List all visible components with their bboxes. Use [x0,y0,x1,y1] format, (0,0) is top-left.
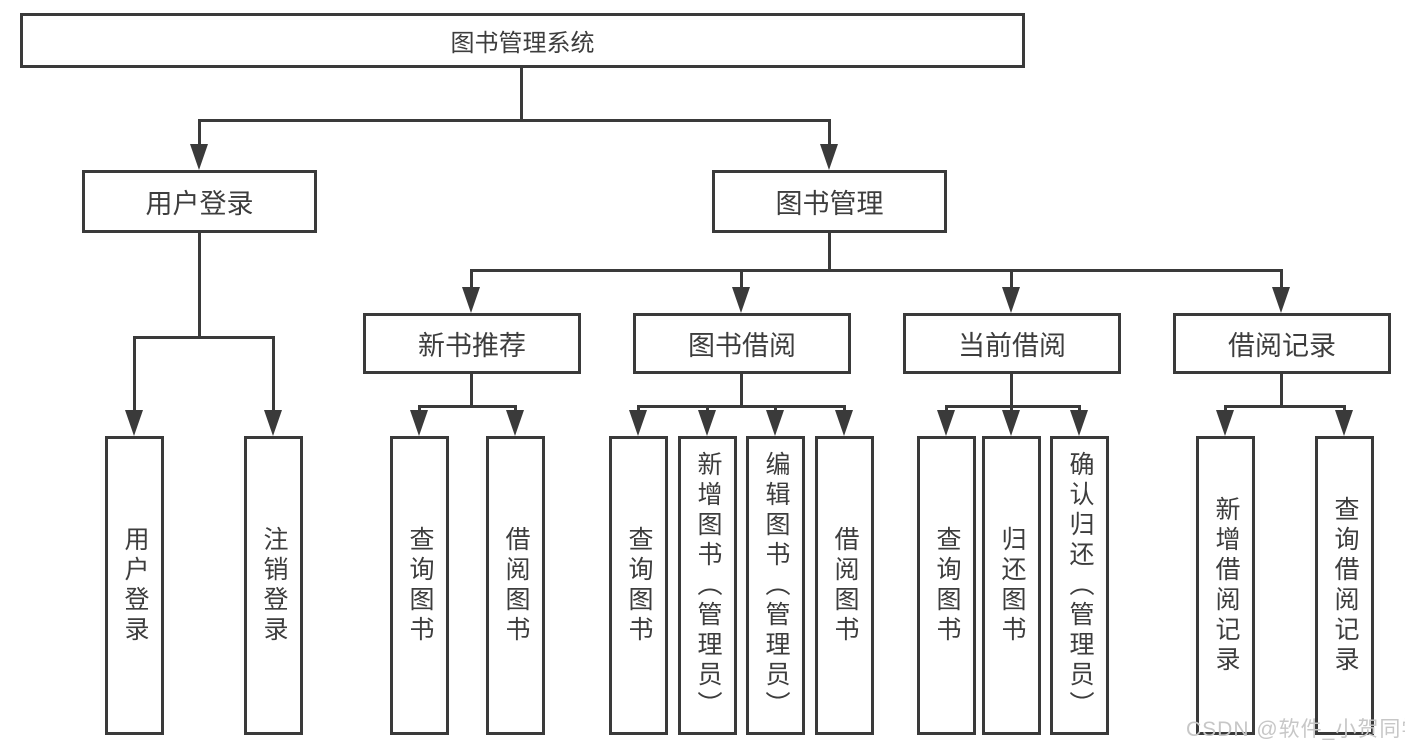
connector-borrowing-records-stem [1280,374,1283,408]
leaf-add-borrow-record: 新增借阅记录 [1196,436,1255,735]
connector-book-management-stem [828,233,831,271]
connector-stem-cb-leaf1 [945,405,948,413]
leaf-add-borrow-record-label: 新增借阅记录 [1212,495,1240,676]
connector-stem-nb-leaf1 [418,405,421,413]
connector-new-books-bus [418,405,517,408]
arrowhead-down-bb-leaf2 [698,410,716,436]
arrowhead-down-cb-leaf2 [1002,410,1020,436]
connector-stem-current-borrowing [1010,269,1013,289]
leaf-return-books: 归还图书 [982,436,1041,735]
arrowhead-down-current-borrowing [1002,287,1020,313]
connector-stem-new-books [470,269,473,289]
connector-stem-bb-leaf3 [774,405,777,413]
node-book-management: 图书管理 [712,170,947,233]
connector-stem-book-borrowing [740,269,743,289]
node-book-management-label: 图书管理 [775,189,884,219]
node-book-borrowing-label: 图书借阅 [688,331,796,361]
arrowhead-down-nb-leaf2 [506,410,524,436]
connector-stem-cb-leaf3 [1078,405,1081,413]
arrowhead-down-leaf-login [125,410,143,436]
leaf-return-books-label: 归还图书 [998,525,1026,646]
node-new-book-recommend: 新书推荐 [363,313,581,374]
connector-stem-user-login [198,119,201,147]
arrowhead-down-leaf-logout [264,410,282,436]
connector-borrowing-records-bus [1224,405,1346,408]
connector-stem-leaf-logout [272,336,275,412]
node-current-borrowing-label: 当前借阅 [958,331,1066,361]
node-new-book-recommend-label: 新书推荐 [418,331,526,361]
leaf-logout-label: 注销登录 [260,525,288,646]
leaf-edit-book-admin: 编辑图书（管理员） [746,436,805,735]
leaf-add-book-admin-label: 新增图书（管理员） [694,450,722,721]
connector-stem-bb-leaf1 [637,405,640,413]
leaf-edit-book-admin-label: 编辑图书（管理员） [762,450,790,721]
connector-level3-bus [470,269,1282,272]
arrowhead-down-br-leaf1 [1216,410,1234,436]
watermark-text: CSDN @软件_小贺同学 [1186,718,1405,741]
node-user-login: 用户登录 [82,170,317,233]
leaf-add-book-admin: 新增图书（管理员） [678,436,737,735]
leaf-confirm-return-admin: 确认归还（管理员） [1050,436,1109,735]
arrowhead-down-bb-leaf3 [766,410,784,436]
connector-stem-book-management [828,119,831,147]
arrowhead-down-br-leaf2 [1335,410,1353,436]
arrowhead-down-nb-leaf1 [410,410,428,436]
leaf-borrow-books-1-label: 借阅图书 [502,525,530,646]
connector-stem-bb-leaf4 [843,405,846,413]
leaf-query-books-1-label: 查询图书 [406,525,434,646]
node-library-system: 图书管理系统 [20,13,1025,68]
node-user-login-label: 用户登录 [145,189,254,219]
connector-stem-borrowing-records [1280,269,1283,289]
connector-new-books-stem [470,374,473,408]
leaf-confirm-return-admin-label: 确认归还（管理员） [1066,450,1094,721]
leaf-borrow-books-1: 借阅图书 [486,436,545,735]
arrowhead-down-new-books [462,287,480,313]
leaf-borrow-books-2-label: 借阅图书 [831,525,859,646]
node-library-system-label: 图书管理系统 [450,30,595,57]
arrowhead-down-bb-leaf1 [629,410,647,436]
leaf-query-borrow-record-label: 查询借阅记录 [1331,495,1359,676]
arrowhead-down-cb-leaf1 [937,410,955,436]
connector-book-borrowing-stem [740,374,743,408]
node-book-borrowing: 图书借阅 [633,313,851,374]
arrowhead-down-user-login [190,144,208,170]
leaf-logout: 注销登录 [244,436,303,735]
connector-stem-nb-leaf2 [514,405,517,413]
connector-user-login-bus [133,336,275,339]
connector-book-borrowing-bus [637,405,846,408]
connector-current-borrowing-stem [1010,374,1013,408]
connector-stem-br-leaf2 [1343,405,1346,413]
leaf-query-borrow-record: 查询借阅记录 [1315,436,1374,735]
leaf-query-books-3: 查询图书 [917,436,976,735]
leaf-user-login: 用户登录 [105,436,164,735]
leaf-query-books-2: 查询图书 [609,436,668,735]
connector-stem-cb-leaf2 [1010,405,1013,413]
connector-level2-bus [198,119,831,122]
node-current-borrowing: 当前借阅 [903,313,1121,374]
node-borrowing-records-label: 借阅记录 [1228,331,1336,361]
connector-stem-bb-leaf2 [706,405,709,413]
arrowhead-down-book-borrowing [732,287,750,313]
leaf-query-books-3-label: 查询图书 [933,525,961,646]
connector-current-borrowing-bus [945,405,1081,408]
arrowhead-down-book-management [820,144,838,170]
connector-stem-br-leaf1 [1224,405,1227,413]
arrowhead-down-bb-leaf4 [835,410,853,436]
connector-stem-leaf-login [133,336,136,412]
arrowhead-down-borrowing-records [1272,287,1290,313]
leaf-user-login-label: 用户登录 [121,525,149,646]
arrowhead-down-cb-leaf3 [1070,410,1088,436]
connector-user-login-stem [198,233,201,338]
node-borrowing-records: 借阅记录 [1173,313,1391,374]
leaf-query-books-2-label: 查询图书 [625,525,653,646]
connector-root-stem [520,68,523,121]
leaf-query-books-1: 查询图书 [390,436,449,735]
leaf-borrow-books-2: 借阅图书 [815,436,874,735]
